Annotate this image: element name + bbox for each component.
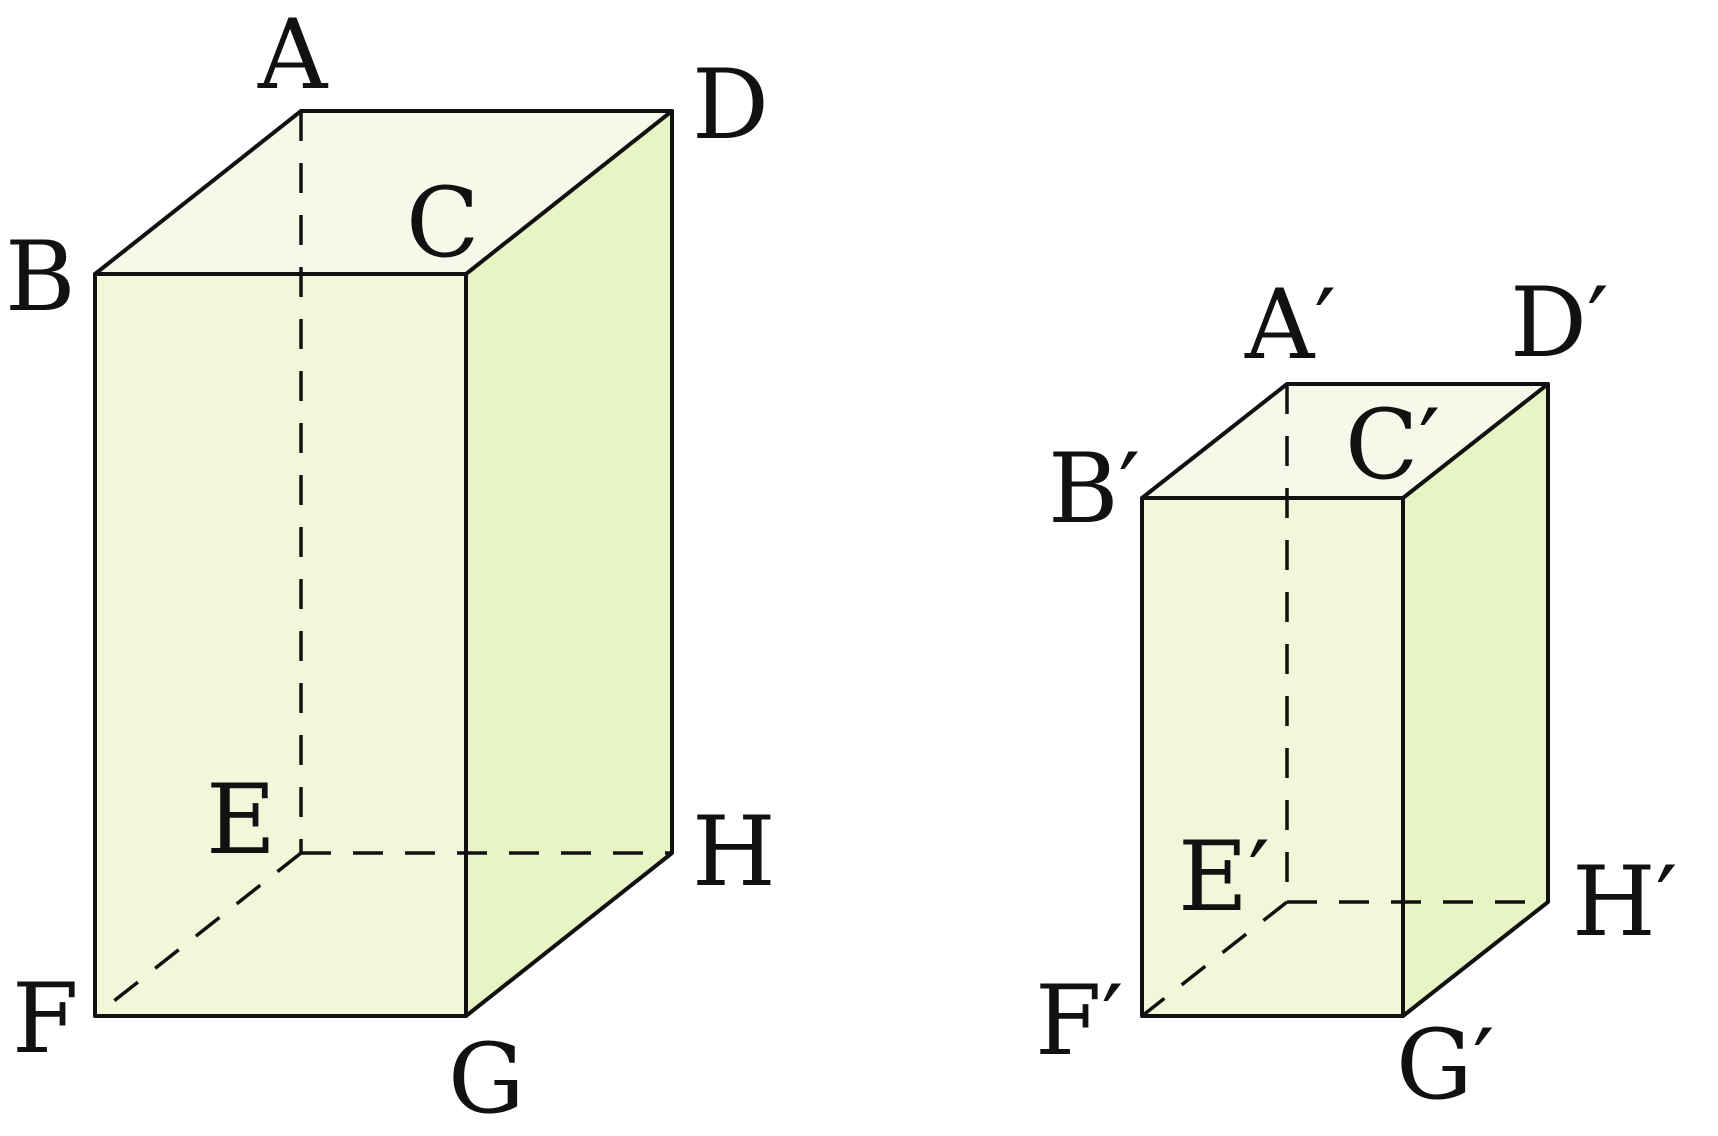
large-prism-front-face bbox=[95, 274, 466, 1016]
small-prism-front-face bbox=[1142, 498, 1403, 1016]
large-prism: A B C D E F G H bbox=[5, 0, 776, 1135]
vertex-label-G-prime: G′ bbox=[1396, 1009, 1494, 1121]
large-prism-top-face bbox=[95, 111, 672, 274]
vertex-label-E: E bbox=[206, 764, 276, 876]
vertex-label-F-prime: F′ bbox=[1035, 965, 1123, 1077]
vertex-label-D: D bbox=[692, 49, 769, 161]
vertex-label-H-prime: H′ bbox=[1572, 846, 1678, 958]
vertex-label-D-prime: D′ bbox=[1510, 267, 1609, 379]
vertex-label-E-prime: E′ bbox=[1178, 821, 1270, 933]
vertex-label-A-prime: A′ bbox=[1244, 269, 1336, 381]
vertex-label-H: H bbox=[692, 796, 776, 908]
large-prism-hidden-edge-EF bbox=[93, 851, 303, 1018]
vertex-label-B-prime: B′ bbox=[1048, 433, 1140, 545]
vertex-label-C: C bbox=[406, 167, 479, 279]
vertex-label-A: A bbox=[257, 0, 329, 111]
small-prism: A′ B′ C′ D′ E′ F′ G′ H′ bbox=[1035, 267, 1678, 1121]
vertex-label-B: B bbox=[5, 221, 76, 333]
vertex-label-C-prime: C′ bbox=[1345, 389, 1440, 501]
vertex-label-F: F bbox=[12, 963, 79, 1075]
small-prism-top-face bbox=[1142, 384, 1548, 498]
small-prism-side-face bbox=[1403, 384, 1548, 1016]
large-prism-side-face bbox=[466, 111, 672, 1016]
vertex-label-G: G bbox=[448, 1023, 525, 1135]
